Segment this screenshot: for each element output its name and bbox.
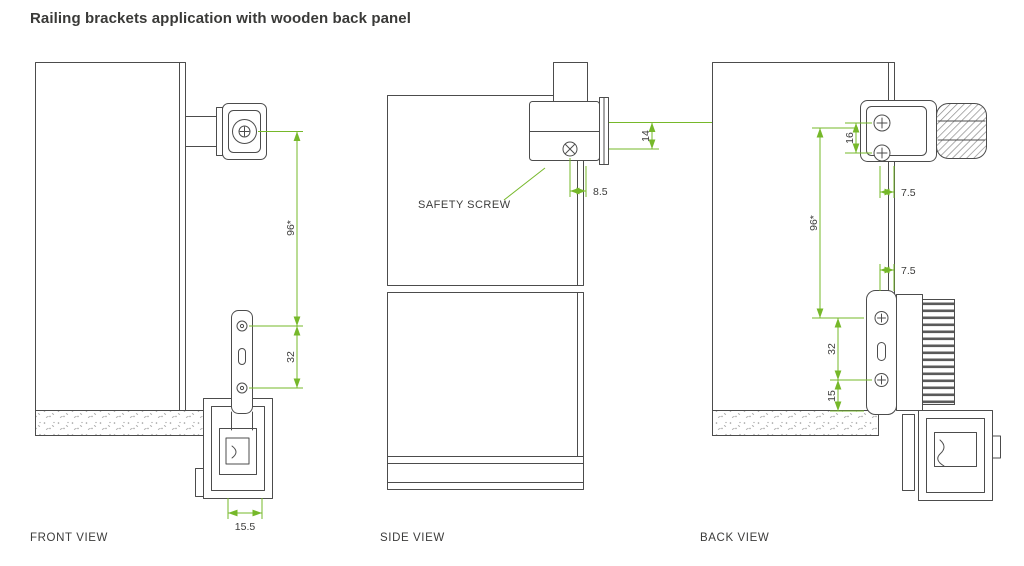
front-view: 96* 32 15.5 FRONT VIEW — [30, 62, 303, 544]
dim-label-14: 14 — [640, 130, 652, 142]
railing-bracket — [529, 97, 609, 165]
back-dimensions: 16 7.5 96* 7.5 32 15 — [808, 122, 916, 412]
dim-label-7-5-mid: 7.5 — [901, 265, 916, 277]
side-view: SAFETY SCREW 8.5 14 SIDE VIEW — [380, 62, 851, 544]
screw — [236, 320, 248, 332]
railing-post — [553, 62, 588, 104]
wooden-floor-panel — [35, 410, 204, 436]
dim-label-32: 32 — [285, 351, 297, 363]
back-view-label: BACK VIEW — [700, 532, 769, 544]
back-view: 16 7.5 96* 7.5 32 15 BACK VIEW — [700, 62, 1001, 544]
safety-screw-label: SAFETY SCREW — [418, 199, 511, 211]
dim-label-16: 16 — [844, 132, 856, 144]
page-title: Railing brackets application with wooden… — [30, 10, 412, 27]
screw — [236, 382, 248, 394]
leader-line — [503, 167, 546, 201]
bottom-bracket — [231, 310, 253, 431]
dim-label-15: 15 — [826, 390, 838, 402]
bottom-bracket — [866, 290, 955, 415]
wooden-floor-panel — [712, 410, 879, 436]
dim-label-15-5: 15.5 — [235, 521, 256, 533]
dim-label-8-5: 8.5 — [593, 186, 608, 198]
lower-cabinet-box — [387, 292, 584, 490]
back-panel — [35, 62, 186, 411]
drawer-slide-profile — [902, 410, 1001, 501]
dim-label-32: 32 — [826, 343, 838, 355]
side-view-label: SIDE VIEW — [380, 532, 445, 544]
front-view-label: FRONT VIEW — [30, 532, 108, 544]
dim-label-96: 96* — [808, 215, 820, 231]
top-bracket — [860, 100, 987, 162]
dim-label-96: 96* — [285, 220, 297, 236]
dim-label-7-5-top: 7.5 — [901, 187, 916, 199]
drawer-slide-profile — [195, 398, 273, 499]
top-bracket — [185, 103, 267, 160]
front-dimensions: 96* 32 15.5 — [227, 131, 303, 533]
